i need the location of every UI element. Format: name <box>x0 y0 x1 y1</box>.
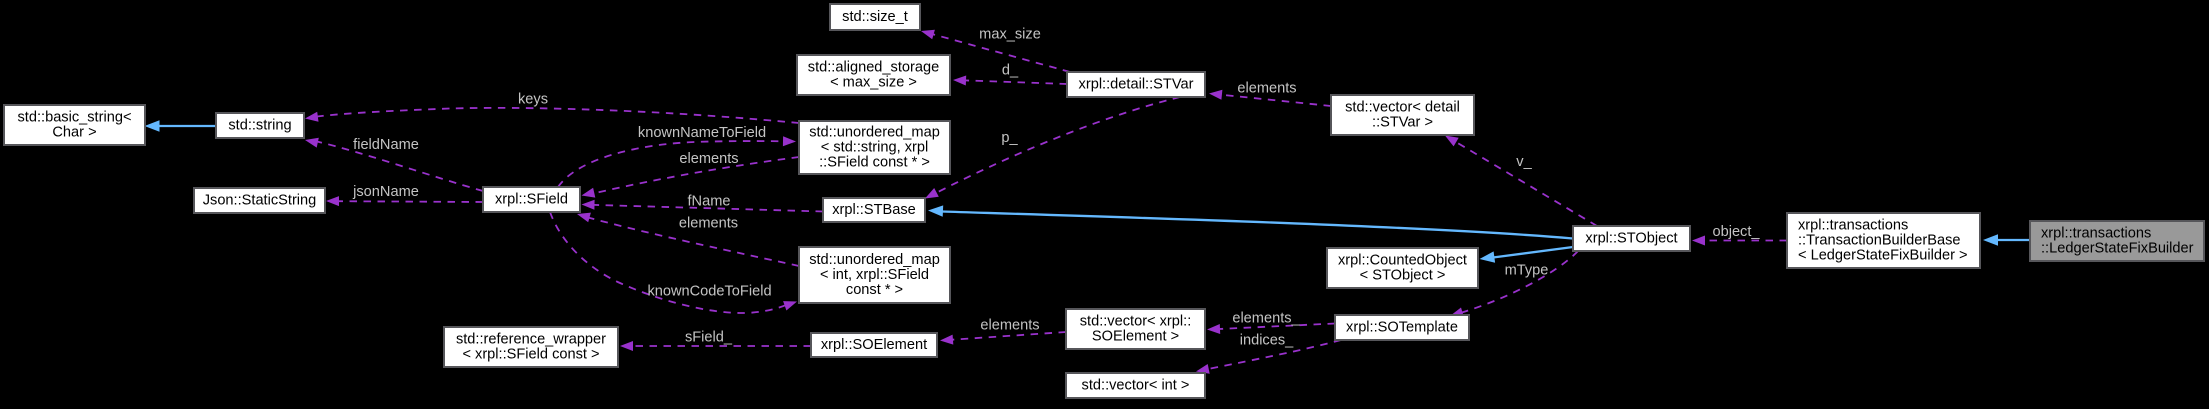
svg-text:xrpl::SOElement: xrpl::SOElement <box>821 337 927 353</box>
svg-text:xrpl::STObject: xrpl::STObject <box>1585 230 1677 246</box>
svg-text:::LedgerStateFixBuilder: ::LedgerStateFixBuilder <box>2041 240 2194 256</box>
svg-text:std::vector< int >: std::vector< int > <box>1082 377 1190 393</box>
svg-text:xrpl::detail::STVar: xrpl::detail::STVar <box>1079 76 1194 92</box>
svg-text:std::basic_string<: std::basic_string< <box>18 109 132 125</box>
svg-text:fieldName: fieldName <box>353 137 419 153</box>
svg-text:< LedgerStateFixBuilder >: < LedgerStateFixBuilder > <box>1798 247 1968 263</box>
svg-text:::TransactionBuilderBase: ::TransactionBuilderBase <box>1798 232 1961 248</box>
svg-text:elements: elements <box>679 216 738 232</box>
svg-text:< int, xrpl::SField: < int, xrpl::SField <box>820 267 929 283</box>
svg-text:xrpl::CountedObject: xrpl::CountedObject <box>1338 252 1467 268</box>
svg-text:elements: elements <box>980 318 1039 334</box>
svg-text:::STVar >: ::STVar > <box>1372 114 1433 130</box>
svg-text:std::size_t: std::size_t <box>842 9 908 25</box>
svg-text:< std::string, xrpl: < std::string, xrpl <box>821 139 928 155</box>
svg-text:xrpl::SField: xrpl::SField <box>495 191 568 207</box>
svg-text:< STObject >: < STObject > <box>1360 267 1446 283</box>
svg-text:std::string: std::string <box>228 117 291 133</box>
svg-text:std::unordered_map: std::unordered_map <box>809 252 940 268</box>
svg-text:::SField const * >: ::SField const * > <box>819 154 930 170</box>
svg-text:SOElement >: SOElement > <box>1092 328 1179 344</box>
svg-text:xrpl::STBase: xrpl::STBase <box>832 202 916 218</box>
svg-text:std::aligned_storage: std::aligned_storage <box>808 59 939 75</box>
svg-text:v_: v_ <box>1516 154 1532 170</box>
svg-text:jsonName: jsonName <box>352 184 419 200</box>
svg-text:knownNameToField: knownNameToField <box>638 125 766 141</box>
svg-text:std::vector< detail: std::vector< detail <box>1345 99 1460 115</box>
svg-text:max_size: max_size <box>979 27 1041 43</box>
svg-text:fName: fName <box>688 194 731 210</box>
svg-text:elements: elements <box>679 151 738 167</box>
svg-text:d_: d_ <box>1002 63 1019 79</box>
svg-text:std::unordered_map: std::unordered_map <box>809 124 940 140</box>
svg-text:std::vector< xrpl::: std::vector< xrpl:: <box>1080 313 1192 329</box>
svg-text:Json::StaticString: Json::StaticString <box>203 192 317 208</box>
svg-text:xrpl::transactions: xrpl::transactions <box>1798 217 1908 233</box>
svg-text:p_: p_ <box>1001 130 1018 146</box>
svg-text:knownCodeToField: knownCodeToField <box>647 284 771 300</box>
svg-text:elements_: elements_ <box>1232 311 1300 327</box>
svg-text:< max_size >: < max_size > <box>830 74 917 90</box>
svg-text:elements: elements <box>1237 81 1296 97</box>
svg-text:const * >: const * > <box>846 282 903 298</box>
svg-text:indices_: indices_ <box>1240 333 1294 349</box>
svg-text:xrpl::SOTemplate: xrpl::SOTemplate <box>1346 319 1458 335</box>
svg-text:mType: mType <box>1505 263 1549 279</box>
svg-text:object_: object_ <box>1712 224 1760 240</box>
svg-text:std::reference_wrapper: std::reference_wrapper <box>456 331 606 347</box>
svg-text:Char >: Char > <box>52 124 96 140</box>
svg-text:sField_: sField_ <box>685 330 733 346</box>
svg-text:keys: keys <box>518 92 548 108</box>
svg-text:xrpl::transactions: xrpl::transactions <box>2041 225 2151 241</box>
svg-text:< xrpl::SField const >: < xrpl::SField const > <box>462 346 599 362</box>
